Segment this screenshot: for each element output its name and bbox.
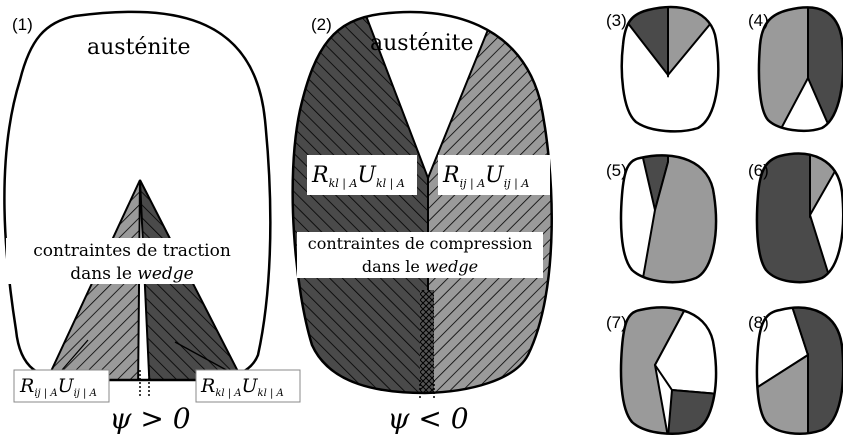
panel1-number: (1) (12, 15, 33, 34)
panel2-psi-label: ψ < 0 (387, 402, 468, 435)
panel-3: (3) (606, 0, 730, 140)
panel1-inner-line1: contraintes de traction (33, 241, 231, 261)
panel2-inner-line2: dans le wedge (362, 257, 478, 276)
panel-1: (1) austénite contraintes de traction da… (0, 0, 300, 435)
panel1-psi-label: ψ > 0 (109, 402, 190, 435)
panel8-number: (8) (748, 313, 769, 332)
panel2-overlap (420, 290, 434, 400)
panel5-number: (5) (606, 161, 627, 180)
panel-7: (7) (606, 300, 730, 437)
panel6-number: (6) (748, 161, 769, 180)
panel2-inner-line1: contraintes de compression (308, 234, 533, 253)
panel1-austenite-label: austénite (87, 35, 191, 60)
panel3-number: (3) (606, 11, 627, 30)
panel4-number: (4) (748, 11, 769, 30)
panel1-inner-line2: dans le wedge (70, 264, 193, 284)
panel-8: (8) (748, 300, 843, 437)
panel-2: (2) austénite Rkl | AUkl | A Rij | AUij … (280, 0, 580, 435)
panel2-number: (2) (311, 15, 332, 34)
panel-5: (5) (606, 145, 730, 295)
panel7-number: (7) (606, 313, 627, 332)
panel-4: (4) (748, 0, 843, 140)
panel-6: (6) (748, 145, 843, 295)
panel2-austenite-label: austénite (370, 31, 474, 56)
